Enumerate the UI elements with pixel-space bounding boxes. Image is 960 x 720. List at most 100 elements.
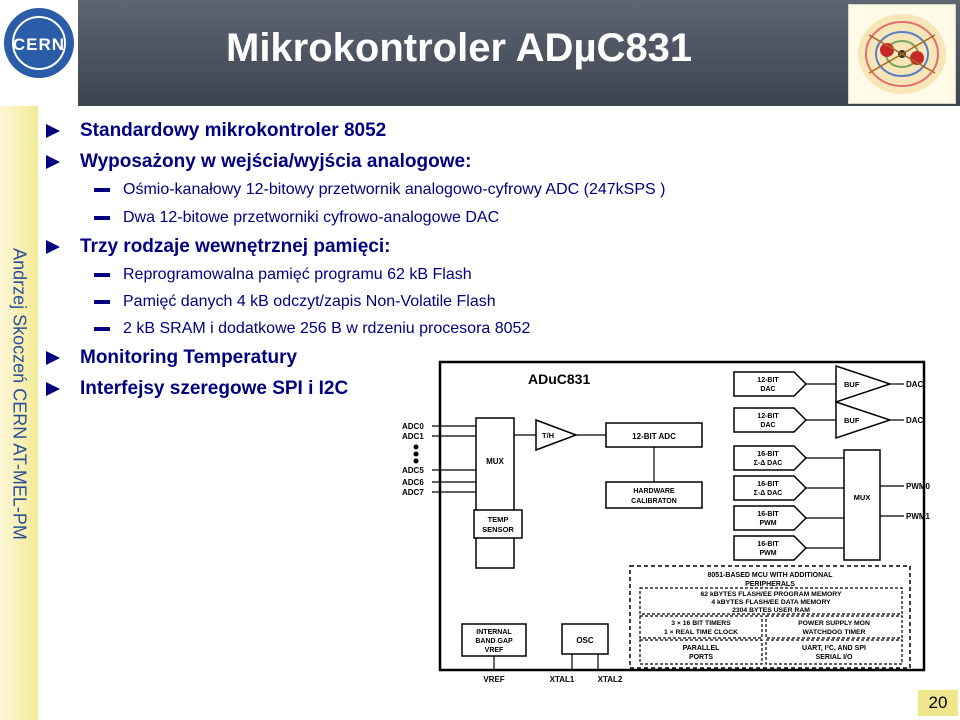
bullet-triangle-icon [46,124,60,138]
power-watchdog-block [765,615,903,639]
svg-text:OSC: OSC [576,636,594,645]
svg-text:VREF: VREF [485,647,504,654]
bullet-item: Trzy rodzaje wewnętrznej pamięci: [46,234,390,260]
slide-header: CERN Mikrokontroler ADµC831 [0,0,960,106]
dac-block [733,407,808,433]
output-label: PWM1 [906,512,931,521]
svg-text:16-BIT: 16-BIT [757,511,779,518]
adc-input-label: ADC0 [402,422,424,431]
sub-bullet-item: Reprogramowalna pamięć programu 62 kB Fl… [94,263,472,287]
sub-bullet-item: Ośmio-kanałowy 12-bitowy przetwornik ana… [94,178,665,202]
dash-icon [94,273,110,277]
serial-io-block [765,639,903,665]
svg-text:PARALLEL: PARALLEL [683,645,721,652]
svg-text:INTERNAL: INTERNAL [476,629,512,636]
svg-text:SERIAL I/O: SERIAL I/O [816,654,853,661]
dash-icon [94,216,110,220]
sub-bullet-item: Dwa 12-bitowe przetworniki cyfrowo-analo… [94,206,499,230]
page-number: 20 [918,690,958,716]
sub-bullet-item: Pamięć danych 4 kB odczyt/zapis Non-Vola… [94,290,496,314]
svg-text:8051-BASED MCU WITH ADDITIONAL: 8051-BASED MCU WITH ADDITIONAL [708,572,834,579]
bullet-triangle-icon [46,351,60,365]
svg-text:62 kBYTES FLASH/EE PROGRAM MEM: 62 kBYTES FLASH/EE PROGRAM MEMORY [701,591,842,598]
svg-text:1 × REAL TIME CLOCK: 1 × REAL TIME CLOCK [664,629,738,636]
svg-text:Σ-Δ DAC: Σ-Δ DAC [754,490,783,497]
bullet-triangle-icon [46,240,60,254]
output-label: DAC [906,416,924,425]
bullet-item: Interfejsy szeregowe SPI i I2C [46,376,348,402]
adc-input-label: ADC7 [402,488,424,497]
svg-text:16-BIT: 16-BIT [757,541,779,548]
pin-label: XTAL2 [598,675,623,684]
cern-logo-text: CERN [12,35,66,54]
input-mux-label: MUX [486,457,504,466]
svg-text:TEMP: TEMP [488,515,509,524]
svg-text:BUF: BUF [844,416,860,425]
svg-text:PWM: PWM [759,520,776,527]
svg-text:16-BIT: 16-BIT [757,481,779,488]
slide-title: Mikrokontroler ADµC831 [226,26,693,70]
sub-bullet-item: 2 kB SRAM i dodatkowe 256 B w rdzeniu pr… [94,317,530,341]
svg-text:2304 BYTES USER RAM: 2304 BYTES USER RAM [732,607,810,614]
pin-label: VREF [483,675,504,684]
track-hold-amplifier [535,418,579,452]
output-label: DAC [906,380,924,389]
adc-input-label: ADC1 [402,432,424,441]
buffer-amplifier [835,400,893,440]
output-label: PWM0 [906,482,931,491]
svg-text:BAND GAP: BAND GAP [475,638,513,645]
oscillator-block [561,623,609,655]
pwm-block [733,535,808,561]
adc-input-label: ADC6 [402,478,424,487]
svg-text:MUX: MUX [854,493,871,502]
pwm-block [733,505,808,531]
dash-icon [94,188,110,192]
svg-text:4 kBYTES FLASH/EE DATA MEMORY: 4 kBYTES FLASH/EE DATA MEMORY [711,599,831,606]
svg-text:T/H: T/H [542,431,554,440]
memory-block [639,587,903,615]
svg-text:SENSOR: SENSOR [482,525,514,534]
dash-icon [94,300,110,304]
mcu-peripherals-region [629,565,911,669]
temp-sensor-block [473,509,523,539]
block-diagram: ADuC831 ADC0 ADC1 ADC5 ADC6 ADC7 MUX TEM… [396,358,931,688]
chip-outline [438,360,926,672]
author-vertical-text: Andrzej Skoczeń CERN AT-MEL-PM [9,248,30,540]
svg-text:DAC: DAC [760,386,775,393]
svg-text:UART, I²C, AND SPI: UART, I²C, AND SPI [802,645,866,652]
svg-text:POWER SUPPLY MON: POWER SUPPLY MON [798,620,870,627]
bullet-item: Standardowy mikrokontroler 8052 [46,118,386,144]
bullet-item: Monitoring Temperatury [46,345,297,371]
sidebar-band [0,106,38,720]
svg-text:PERIPHERALS: PERIPHERALS [745,581,795,588]
sigma-delta-dac-block [733,445,808,471]
bullet-triangle-icon [46,155,60,169]
ellipsis-dots [413,444,419,464]
svg-text:12-BIT: 12-BIT [757,377,779,384]
svg-text:PWM: PWM [759,550,776,557]
svg-text:HARDWARE: HARDWARE [633,488,675,495]
buffer-amplifier [835,364,893,404]
chip-name: ADuC831 [528,371,590,387]
dac-block [733,371,808,397]
svg-text:CALIBRATON: CALIBRATON [631,498,677,505]
svg-text:BUF: BUF [844,380,860,389]
svg-text:16-BIT: 16-BIT [757,451,779,458]
bullet-triangle-icon [46,382,60,396]
adc-input-label: ADC5 [402,466,424,475]
svg-text:Σ-Δ DAC: Σ-Δ DAC [754,460,783,467]
timers-block [639,615,763,639]
bullet-item: Wyposażony w wejścia/wyjścia analogowe: [46,149,471,175]
particle-event-image [848,4,956,104]
output-mux-block [843,449,881,561]
dash-icon [94,327,110,331]
svg-text:3 × 16 BIT TIMERS: 3 × 16 BIT TIMERS [671,620,731,627]
svg-text:PORTS: PORTS [689,654,713,661]
hardware-calibration-block [605,481,703,509]
input-mux-block [475,417,515,569]
svg-text:WATCHDOG TIMER: WATCHDOG TIMER [803,629,866,636]
svg-text:DAC: DAC [760,422,775,429]
svg-text:12-BIT: 12-BIT [757,413,779,420]
pin-label: XTAL1 [550,675,575,684]
svg-text:12-BIT ADC: 12-BIT ADC [632,432,676,441]
